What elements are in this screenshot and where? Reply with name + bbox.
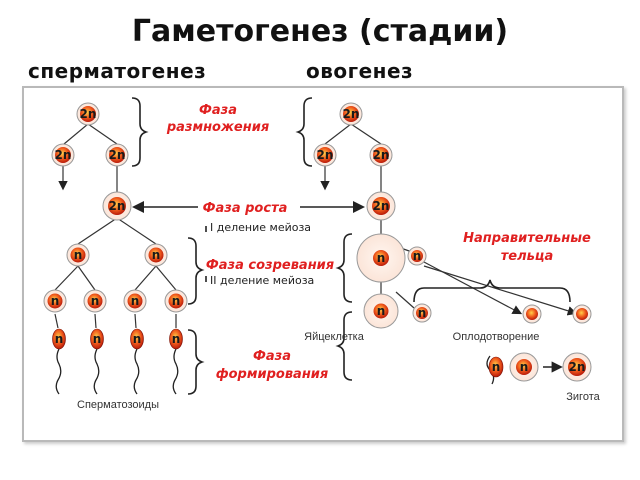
polar-bodies-label-2: тельца: [501, 249, 554, 264]
svg-text:n: n: [492, 360, 501, 374]
phase-maturation-label: Фаза созревания: [206, 258, 334, 273]
svg-text:2n: 2n: [317, 148, 334, 162]
oo-cells: 2n 2n 2n 2n n n n n: [313, 102, 592, 329]
phase-formation-label-2: формирования: [216, 367, 329, 382]
svg-text:2n: 2n: [373, 199, 390, 213]
svg-text:2n: 2n: [343, 107, 360, 121]
phase-growth-label: Фаза роста: [203, 201, 288, 216]
meiosis-first-label: I деление мейоза: [210, 221, 311, 234]
spermatozoon: n: [130, 328, 144, 395]
svg-text:n: n: [93, 332, 102, 346]
svg-text:n: n: [91, 294, 100, 308]
oogenesis-heading: овогенез: [306, 59, 414, 83]
phase-formation-label-1: Фаза: [253, 349, 291, 364]
phase-reproduction-label-2: размножения: [166, 120, 269, 135]
polar-body-cell: n: [407, 246, 427, 266]
svg-text:n: n: [172, 332, 181, 346]
page-title: Гаметогенез (стадии): [131, 14, 509, 49]
phase-reproduction-label-1: Фаза: [199, 103, 237, 118]
bracket-maturation-left: [187, 237, 205, 305]
oo-lineage-lines: [320, 123, 578, 316]
spermatid-cell: n: [164, 289, 188, 313]
svg-text:n: n: [172, 294, 181, 308]
spermatogenesis-heading: сперматогенез: [28, 59, 207, 83]
fertilization-caption: Оплодотворение: [453, 331, 540, 343]
zygote-cell: 2n: [562, 352, 592, 382]
egg-cell: n: [509, 352, 539, 382]
sperm-lineage-lines: [54, 123, 177, 329]
svg-text:2n: 2n: [373, 148, 390, 162]
spermatid-cell: n: [123, 289, 147, 313]
polar-body-cell: n: [412, 303, 432, 323]
bracket-formation-right: [335, 311, 353, 381]
fertilization-scene: n n 2n: [486, 352, 592, 385]
spermatozoon: n: [169, 328, 183, 395]
spermatozoon: n: [52, 328, 66, 395]
spermatogonium-cell: 2n: [51, 143, 75, 167]
spermatogonium-cell: 2n: [105, 143, 129, 167]
svg-text:2n: 2n: [80, 107, 97, 121]
svg-text:n: n: [377, 251, 386, 265]
egg-cell: n: [363, 293, 399, 329]
bracket-polar-bodies: [413, 279, 571, 303]
svg-text:2n: 2n: [55, 148, 72, 162]
svg-text:n: n: [377, 304, 386, 318]
primary-spermatocyte-cell: 2n: [102, 191, 132, 221]
secondary-spermatocyte-cell: n: [66, 243, 90, 267]
svg-text:2n: 2n: [109, 199, 126, 213]
svg-text:n: n: [133, 332, 142, 346]
polar-bodies-label-1: Направительные: [463, 231, 591, 246]
svg-text:n: n: [418, 306, 427, 320]
sperm-cells: 2n 2n 2n 2n n n n n n n: [43, 102, 188, 313]
bracket-reproduction-left: [131, 97, 149, 167]
spermatogonium-cell: 2n: [76, 102, 100, 126]
svg-text:n: n: [131, 294, 140, 308]
spermatid-cell: n: [83, 289, 107, 313]
spermatid-cell: n: [43, 289, 67, 313]
secondary-spermatocyte-cell: n: [144, 243, 168, 267]
svg-text:n: n: [51, 294, 60, 308]
bracket-formation-left: [187, 329, 205, 395]
zygote-caption: Зигота: [566, 391, 600, 403]
spermatozoon: n: [90, 328, 104, 395]
polar-body-cell: [572, 304, 592, 324]
meiosis-second-label: II деление мейоза: [210, 274, 314, 287]
oogonium-cell: 2n: [339, 102, 363, 126]
phase-brackets: [131, 97, 571, 395]
spermatozoa-caption: Сперматозоиды: [77, 399, 159, 411]
secondary-oocyte-cell: n: [356, 233, 406, 283]
svg-text:2n: 2n: [109, 148, 126, 162]
oogonium-cell: 2n: [369, 143, 393, 167]
bracket-maturation-right: [335, 233, 353, 303]
svg-text:n: n: [152, 248, 161, 262]
oogonium-cell: 2n: [313, 143, 337, 167]
egg-caption: Яйцеклетка: [304, 331, 365, 343]
svg-text:n: n: [55, 332, 64, 346]
svg-text:n: n: [74, 248, 83, 262]
svg-text:n: n: [520, 360, 529, 374]
polar-body-cell: [522, 304, 542, 324]
svg-text:2n: 2n: [569, 360, 586, 374]
sperm-head: n: [488, 356, 504, 378]
spermatozoa: n n n n: [52, 328, 183, 395]
primary-oocyte-cell: 2n: [366, 191, 396, 221]
bracket-reproduction-right: [295, 97, 313, 167]
svg-text:n: n: [413, 249, 422, 263]
